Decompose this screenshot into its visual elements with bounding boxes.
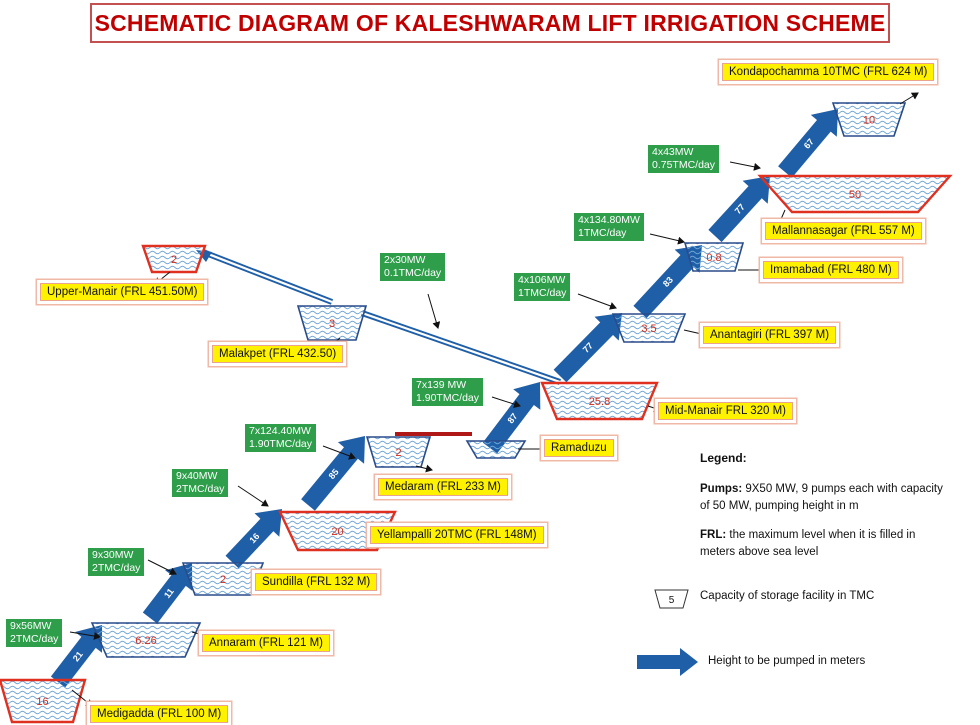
pointer-uppermanair xyxy=(154,271,171,285)
capacity-malakpet: 3 xyxy=(329,318,335,330)
reservoir-ramaduzu xyxy=(465,440,527,459)
legend-capacity-text: Capacity of storage facility in TMC xyxy=(700,590,875,602)
pump-label-4: 7x124.40MW 1.90TMC/day xyxy=(245,424,317,452)
legend-frl-term: FRL: xyxy=(700,529,727,541)
lift-height-label-7: 83 xyxy=(661,275,675,289)
pump-pointer-9 xyxy=(427,293,441,329)
lift-arrow-9 xyxy=(778,109,838,178)
lift-arrow-8 xyxy=(708,176,770,243)
reservoir-yellampalli xyxy=(278,510,397,552)
lift-arrow-3 xyxy=(225,509,282,569)
label-anantagiri: Anantagiri (FRL 397 M) xyxy=(703,326,837,344)
legend-pumps: Pumps: 9X50 MW, 9 pumps each with capaci… xyxy=(700,481,950,515)
lift-height-label-9: 67 xyxy=(802,137,816,151)
capacity-medaram: 2 xyxy=(395,447,401,459)
label-malakpet: Malakpet (FRL 432.50) xyxy=(212,345,344,363)
capacity-uppermanair: 2 xyxy=(171,254,177,266)
lift-height-label-8: 77 xyxy=(733,202,747,216)
capacity-mallannasagar: 50 xyxy=(849,189,861,201)
pump-label-2: 9x30MW 2TMC/day xyxy=(88,548,145,576)
lift-height-label-3: 16 xyxy=(247,531,261,545)
label-kondapochamma: Kondapochamma 10TMC (FRL 624 M) xyxy=(722,63,935,81)
capacity-anantagiri: 3.5 xyxy=(641,323,656,335)
pump-pointer-4 xyxy=(322,445,356,460)
label-ramaduzu: Ramaduzu xyxy=(544,439,614,457)
legend-sample-capacity: 5 xyxy=(669,595,675,606)
lift-height-label-4: 85 xyxy=(327,467,341,481)
lift-arrow-1 xyxy=(50,625,102,688)
reservoir-malakpet xyxy=(296,305,368,341)
capacity-imamabad: 0.8 xyxy=(706,252,721,264)
pump-label-3: 9x40MW 2TMC/day xyxy=(172,469,229,497)
label-imamabad: Imamabad (FRL 480 M) xyxy=(763,261,899,279)
pointer-kondapochamma xyxy=(899,92,919,105)
lift-height-label-5: 87 xyxy=(505,411,519,425)
lift-height-label-6: 77 xyxy=(581,341,595,355)
capacity-midmanair: 25.8 xyxy=(589,396,610,408)
capacity-kondapochamma: 10 xyxy=(863,115,875,127)
reservoir-midmanair xyxy=(540,381,659,421)
label-mallannasagar: Mallannasagar (FRL 557 M) xyxy=(765,222,922,240)
pump-label-6: 4x106MW 1TMC/day xyxy=(514,273,571,301)
pump-pointer-8 xyxy=(729,161,761,171)
legend-arrow-text: Height to be pumped in meters xyxy=(708,655,866,667)
pump-pointer-7 xyxy=(649,233,685,245)
label-yellampalli: Yellampalli 20TMC (FRL 148M) xyxy=(370,526,544,544)
label-medaram: Medaram (FRL 233 M) xyxy=(378,478,508,496)
label-medigadda: Medigadda (FRL 100 M) xyxy=(90,705,229,723)
label-annaram: Annaram (FRL 121 M) xyxy=(202,634,330,652)
reservoir-medigadda xyxy=(0,678,87,724)
pump-pointer-6 xyxy=(577,293,617,310)
legend: Legend: Pumps: 9X50 MW, 9 pumps each wit… xyxy=(700,450,950,573)
reservoir-mallannasagar xyxy=(757,174,953,214)
legend-pumps-text: 9X50 MW, 9 pumps each with capacity of 5… xyxy=(700,483,943,512)
lift-arrow-6 xyxy=(553,313,622,383)
legend-title: Legend: xyxy=(700,451,747,465)
capacity-medigadda: 16 xyxy=(36,696,48,708)
pump-label-1: 9x56MW 2TMC/day xyxy=(6,619,63,647)
page-title: SCHEMATIC DIAGRAM OF KALESHWARAM LIFT IR… xyxy=(94,9,886,36)
pointer-medigadda xyxy=(71,689,93,707)
pump-label-8: 4x43MW 0.75TMC/day xyxy=(648,145,720,173)
pump-pointer-2 xyxy=(147,559,177,575)
legend-reservoir-icon xyxy=(654,589,689,609)
channel-midmanair-malakpet xyxy=(361,310,561,385)
legend-pumps-term: Pumps: xyxy=(700,483,743,495)
reservoir-sundilla xyxy=(181,562,265,596)
reservoir-kondapochamma xyxy=(831,102,907,137)
lift-arrow-7 xyxy=(633,245,702,319)
pump-pointer-5 xyxy=(491,396,521,408)
reservoir-annaram xyxy=(90,622,202,658)
pump-label-9: 2x30MW 0.1TMC/day xyxy=(380,253,446,281)
reservoir-imamabad xyxy=(683,242,745,272)
lift-arrow-5 xyxy=(482,382,541,454)
label-sundilla: Sundilla (FRL 132 M) xyxy=(255,573,378,591)
legend-frl: FRL: the maximum level when it is filled… xyxy=(700,527,950,561)
label-midmanair: Mid-Manair FRL 320 M) xyxy=(658,402,793,420)
pointer-medaram xyxy=(415,464,433,473)
label-uppermanair: Upper-Manair (FRL 451.50M) xyxy=(40,283,205,301)
capacity-annaram: 6.26 xyxy=(135,635,156,647)
legend-frl-text: the maximum level when it is filled in m… xyxy=(700,529,916,558)
channel-malakpet-uppermanair xyxy=(201,249,334,305)
legend-arrow-icon xyxy=(637,648,698,676)
title-box: SCHEMATIC DIAGRAM OF KALESHWARAM LIFT IR… xyxy=(90,3,890,43)
pointer-anantagiri xyxy=(683,329,707,338)
pump-label-7: 4x134.80MW 1TMC/day xyxy=(574,213,644,241)
pump-label-5: 7x139 MW 1.90TMC/day xyxy=(412,378,484,406)
capacity-yellampalli: 20 xyxy=(331,526,343,538)
capacity-sundilla: 2 xyxy=(220,574,226,586)
pump-pointer-1 xyxy=(69,631,101,640)
lift-height-label-1: 21 xyxy=(71,649,85,663)
reservoir-uppermanair xyxy=(141,244,207,274)
pump-pointer-3 xyxy=(237,485,269,507)
lift-arrow-2 xyxy=(142,563,193,624)
reservoir-anantagiri xyxy=(611,313,687,343)
